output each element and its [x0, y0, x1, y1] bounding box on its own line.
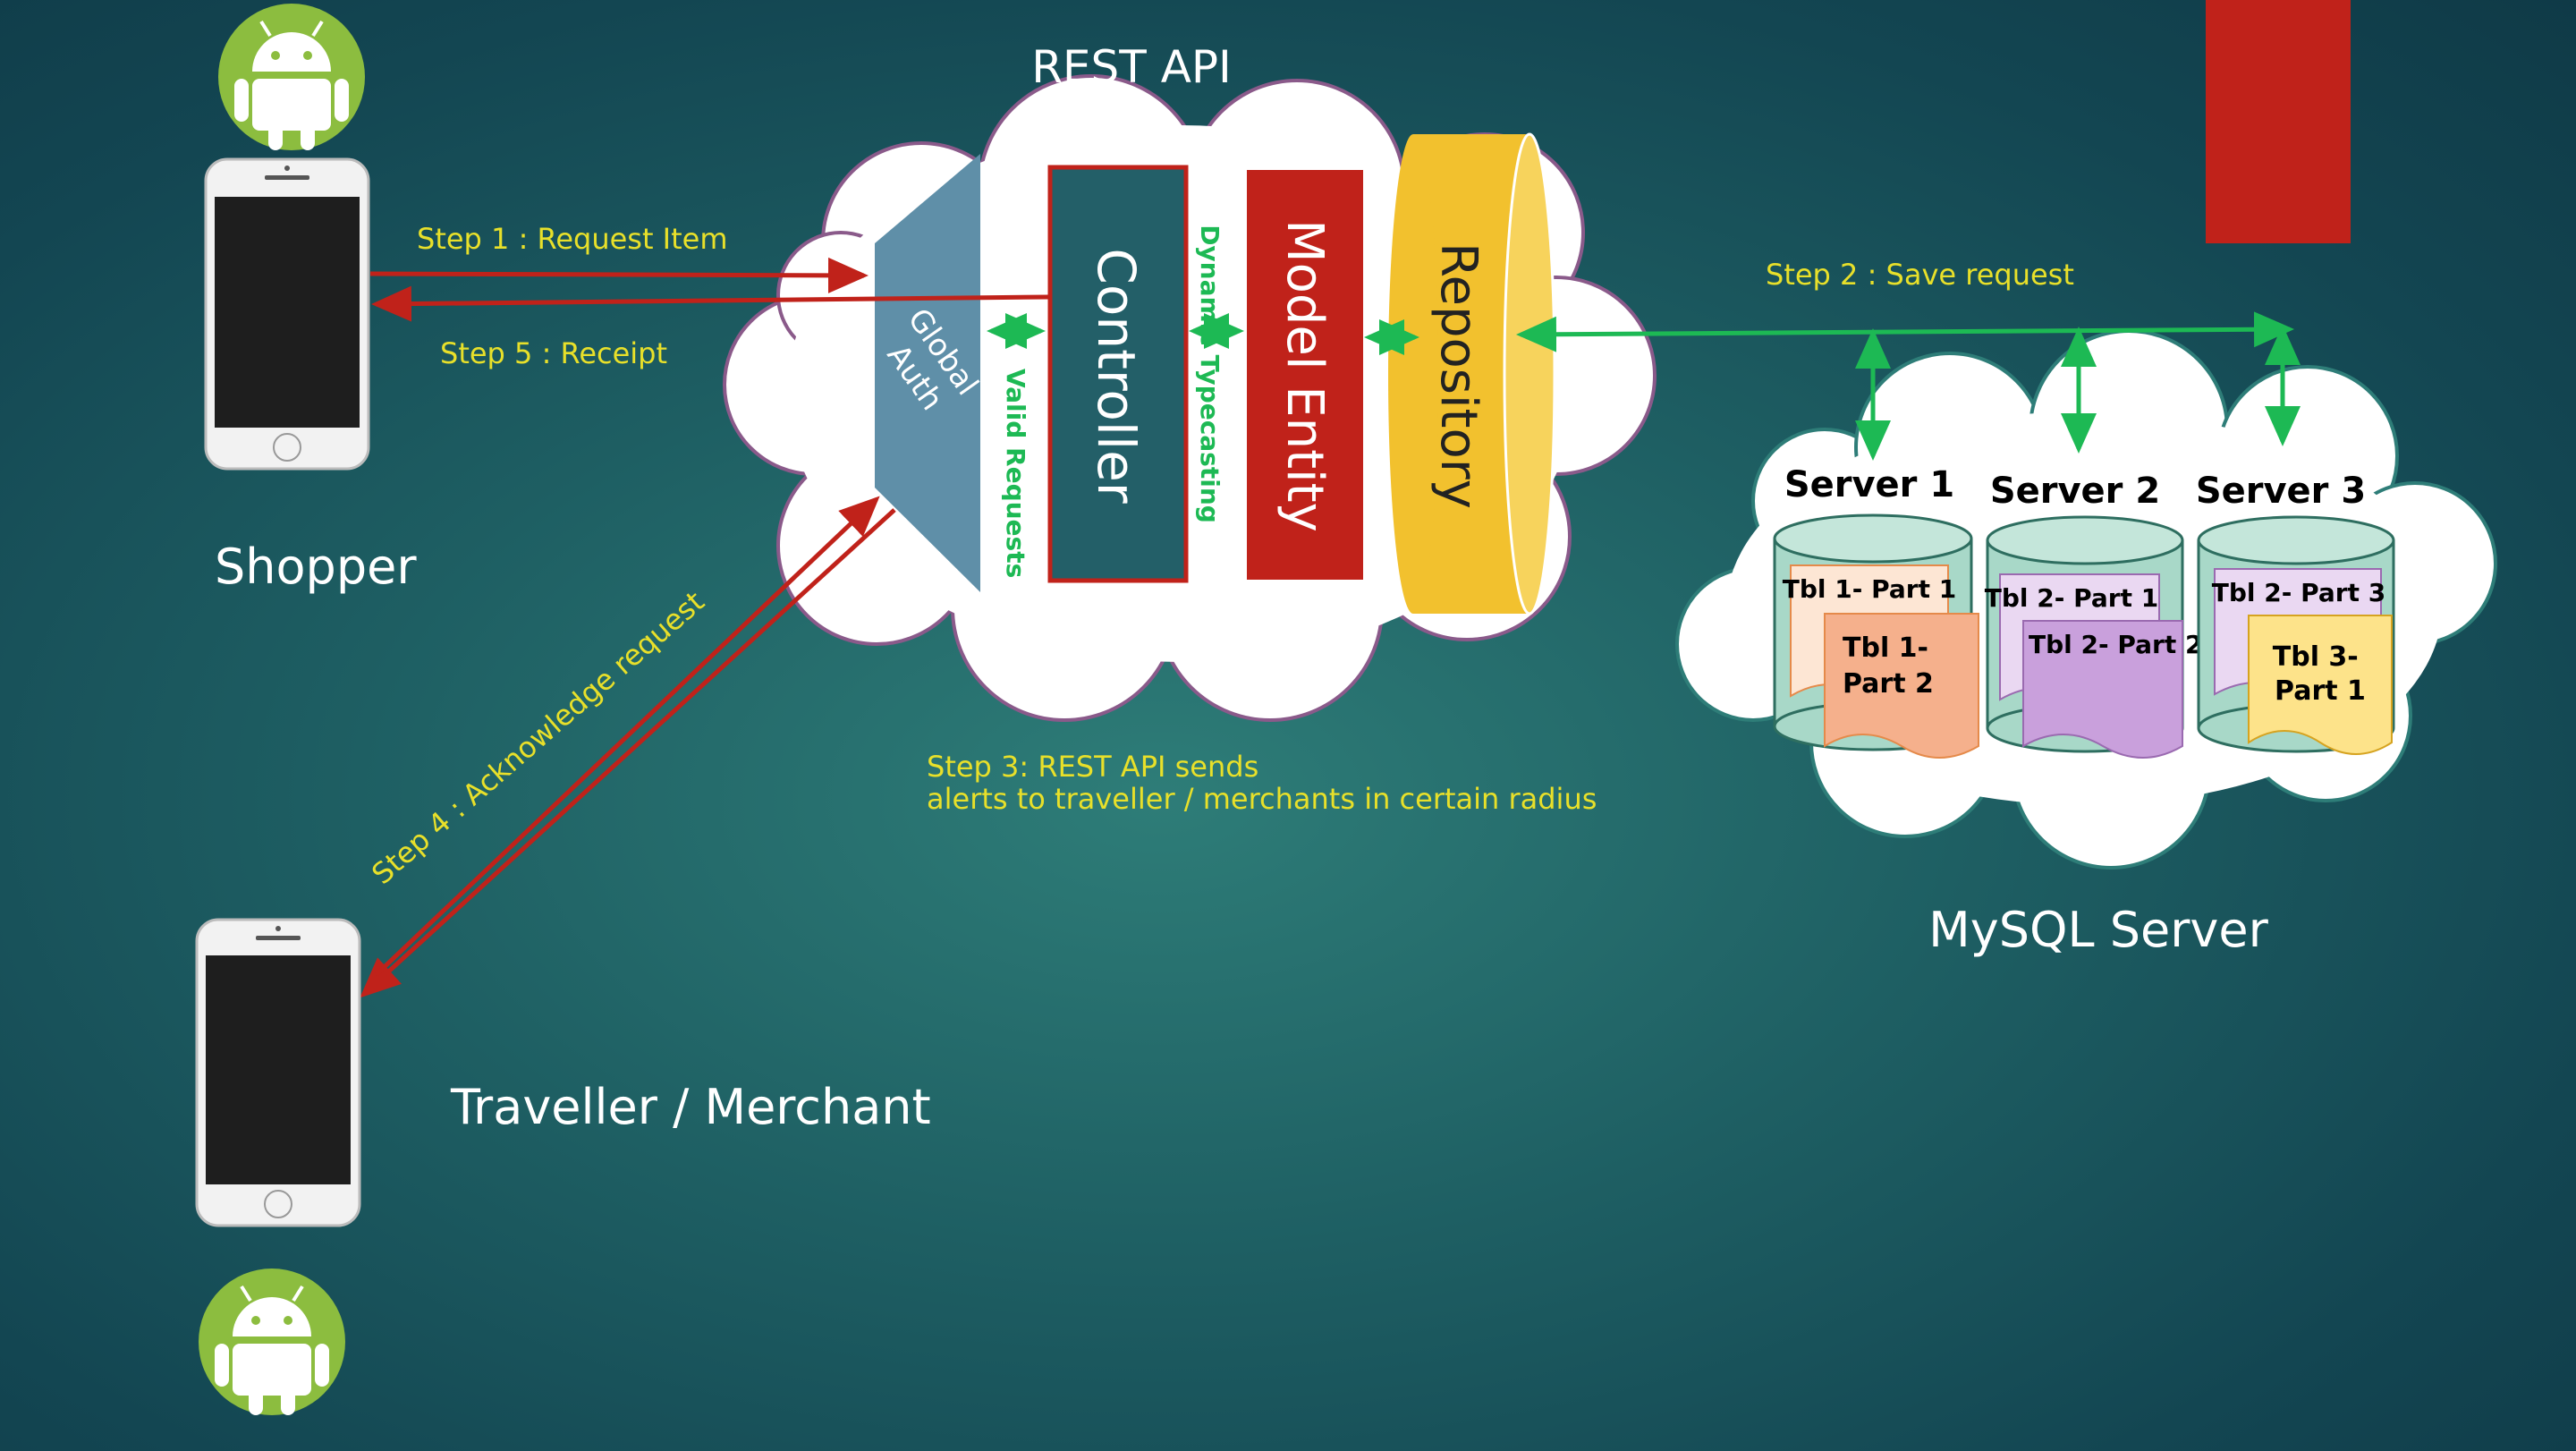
step3-line1: Step 3: REST API sends	[927, 750, 1258, 784]
internal-arrows	[987, 313, 1419, 355]
server-1-label: Server 1	[1784, 464, 1954, 505]
global-auth-block	[875, 154, 980, 592]
android-icon	[199, 1269, 345, 1415]
server-1-back-table: Tbl 1- Part 1	[1783, 574, 1956, 604]
rest-api-title: REST API	[1031, 41, 1232, 93]
shopper-arrows	[369, 257, 1049, 322]
server-3-front-line2: Part 1	[2275, 675, 2366, 707]
step5-label: Step 5 : Receipt	[440, 336, 667, 370]
traveller-arrows	[360, 496, 896, 998]
step3-line2: alerts to traveller / merchants in certa…	[927, 782, 1597, 816]
step4-label: Step 4 : Acknowledge request	[365, 584, 710, 891]
server-3-front-line1: Tbl 3-	[2273, 641, 2359, 673]
server-2-label: Server 2	[1990, 471, 2160, 512]
step2-label: Step 2 : Save request	[1766, 258, 2074, 292]
server-1: Server 1 Tbl 1- Part 1 Tbl 1- Part 2	[1773, 464, 1979, 759]
step3-label: Step 3: REST API sends alerts to travell…	[927, 750, 1597, 816]
server-3: Server 3 Tbl 2- Part 3 Tbl 3- Part 1	[2196, 471, 2395, 755]
server-3-front-table: Tbl 3- Part 1	[2273, 641, 2368, 707]
traveller-label: Traveller / Merchant	[450, 1079, 931, 1135]
mysql-server-label: MySQL Server	[1928, 902, 2268, 958]
step4-arrow	[374, 496, 880, 977]
repository-block	[1388, 132, 1556, 615]
step1-label: Step 1 : Request Item	[417, 222, 728, 256]
android-icon	[218, 4, 365, 150]
repository-label: Repository	[1429, 242, 1487, 509]
server-3-back-table: Tbl 2- Part 3	[2212, 578, 2385, 607]
controller-block	[1047, 165, 1189, 583]
server-1-front-table: Tbl 1- Part 2	[1843, 632, 1937, 700]
server-2-front-table: Tbl 2- Part 2	[2029, 630, 2202, 659]
step2-connector	[1516, 311, 2301, 461]
step3-arrow	[360, 508, 896, 998]
valid-requests-label: Valid Requests	[1001, 369, 1030, 578]
model-entity-label: Model Entity	[1275, 219, 1334, 531]
smartphone-icon	[195, 918, 361, 1227]
corner-block	[2206, 0, 2351, 243]
server-2-front-line1: Tbl 2- Part 2	[2029, 630, 2202, 659]
server-3-label: Server 3	[2196, 471, 2366, 512]
shopper-label: Shopper	[215, 539, 417, 595]
step5-arrow	[371, 285, 1049, 322]
server-2-back-table: Tbl 2- Part 1	[1985, 583, 2158, 613]
repository-server-arrow	[1516, 311, 2294, 352]
dynamic-typecasting-label: Dynamic Typecasting	[1195, 225, 1224, 523]
server-1-front-line1: Tbl 1-	[1843, 632, 1928, 664]
server-2: Server 2 Tbl 2- Part 1 Tbl 2- Part 2	[1985, 471, 2202, 759]
model-entity-block	[1247, 170, 1363, 580]
smartphone-icon	[204, 157, 370, 471]
step1-arrow	[369, 257, 869, 293]
controller-label: Controller	[1086, 248, 1147, 503]
server-1-front-line2: Part 2	[1843, 668, 1934, 700]
